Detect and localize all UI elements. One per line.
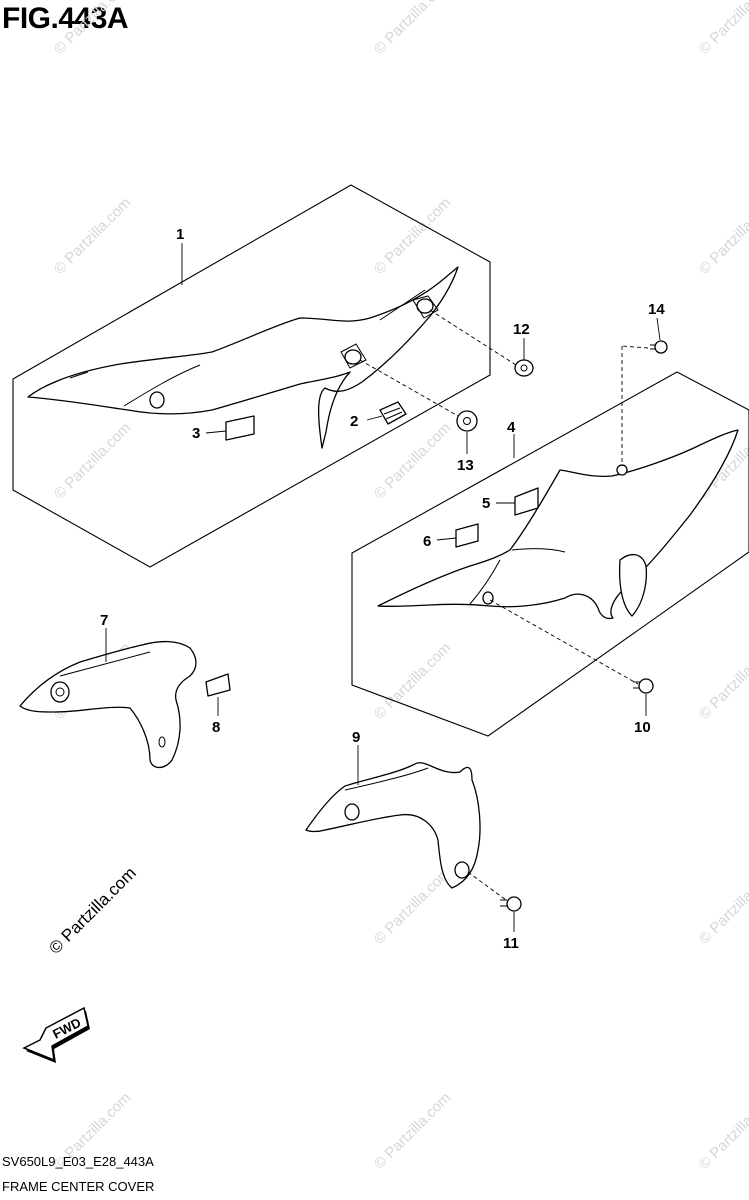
watermark-text: © Partzilla.com — [696, 0, 749, 58]
watermark-text: © Partzilla.com — [371, 419, 454, 502]
assembly-box-4 — [351, 371, 749, 737]
fwd-arrow-icon: FWD — [22, 1006, 90, 1063]
part-8-cushion — [205, 673, 231, 697]
callout-8: 8 — [212, 719, 220, 736]
callout-4: 4 — [507, 419, 516, 436]
watermark-text: © Partzilla.com — [696, 639, 749, 722]
watermark-text: © Partzilla.com — [45, 863, 139, 957]
part-11-bolt — [500, 896, 522, 912]
callout-7: 7 — [100, 612, 108, 629]
part-2-clip — [379, 401, 407, 425]
watermark-text: © Partzilla.com — [371, 864, 454, 947]
watermark-text: © Partzilla.com — [371, 194, 454, 277]
watermark-text: © Partzilla.com — [51, 194, 134, 277]
part-12-grommet — [514, 359, 534, 377]
watermark-text: © Partzilla.com — [371, 639, 454, 722]
callouts: 1 2 3 4 5 6 7 8 9 10 11 12 13 14 — [100, 226, 665, 952]
watermark-text: © Partzilla.com — [696, 1089, 749, 1172]
callout-1: 1 — [176, 226, 184, 243]
callout-13: 13 — [457, 457, 474, 474]
callout-6: 6 — [423, 533, 431, 550]
part-9-lower-cover — [305, 762, 481, 889]
assembly-box-1 — [12, 184, 491, 568]
part-14-bolt — [650, 340, 668, 354]
callout-5: 5 — [482, 495, 490, 512]
callout-9: 9 — [352, 729, 360, 746]
callout-14: 14 — [648, 301, 665, 318]
part-5-cushion — [514, 487, 539, 516]
part-1-frame-cover-left — [27, 266, 459, 449]
figure-title: FIG.443A — [2, 2, 129, 35]
part-4-frame-cover-right — [377, 429, 739, 620]
watermark-text: © Partzilla.com — [696, 194, 749, 277]
watermark-text: © Partzilla.com — [51, 419, 134, 502]
watermark-text: © Partzilla.com — [371, 1089, 454, 1172]
watermark-text: © Partzilla.com — [51, 0, 134, 58]
part-3-cushion — [225, 415, 255, 441]
leader-lines — [105, 243, 661, 932]
figure-name: FRAME CENTER COVER — [2, 1179, 155, 1194]
watermark-text: © Partzilla.com — [696, 864, 749, 947]
figure-code: SV650L9_E03_E28_443A — [2, 1154, 154, 1169]
assembly-lines — [359, 309, 649, 901]
part-13-grommet — [456, 410, 478, 432]
callout-12: 12 — [513, 321, 530, 338]
callout-10: 10 — [634, 719, 651, 736]
callout-11: 11 — [503, 935, 519, 952]
part-10-bolt — [633, 678, 654, 694]
callout-2: 2 — [350, 413, 358, 430]
callout-3: 3 — [192, 425, 200, 442]
watermark-text: © Partzilla.com — [371, 0, 454, 58]
part-6-cushion — [455, 523, 479, 548]
part-7-inner-cover — [19, 640, 197, 769]
